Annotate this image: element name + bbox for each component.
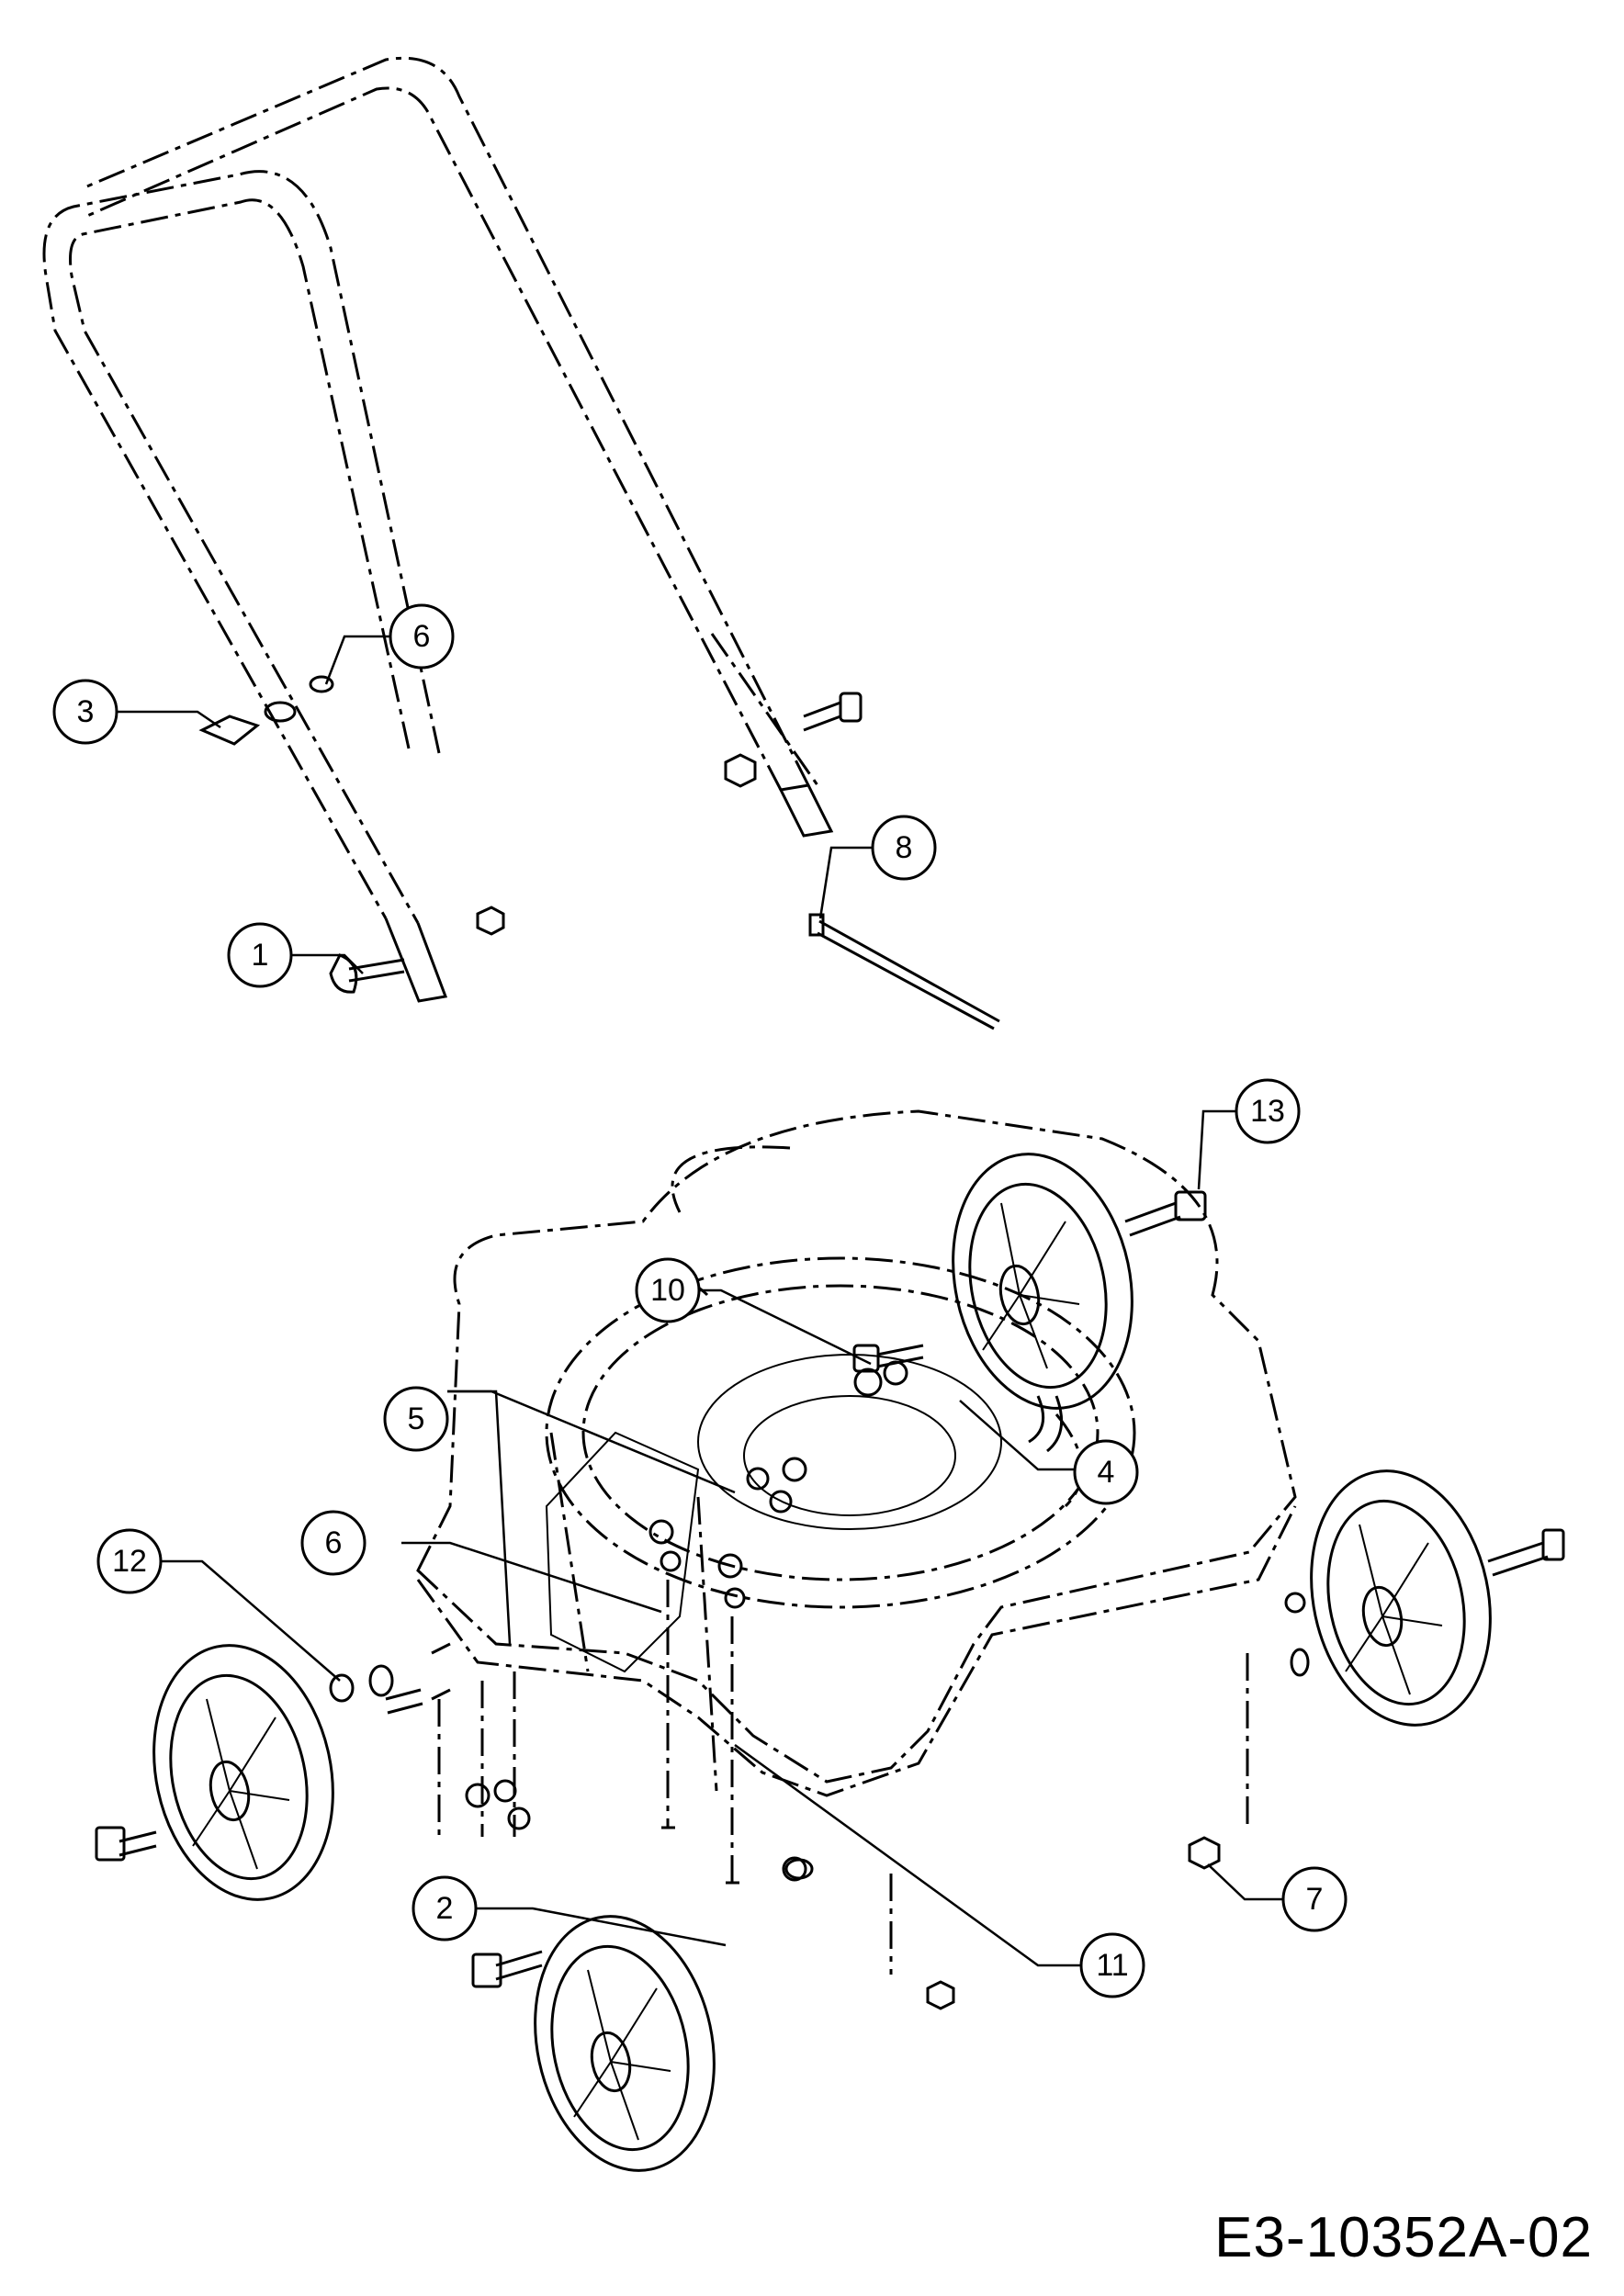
- handle-assembly: [42, 56, 1000, 1030]
- callout-label: 8: [896, 830, 913, 865]
- callout-4: 4: [1073, 1439, 1139, 1505]
- mower-deck: [95, 1109, 1565, 2010]
- callout-1: 1: [227, 922, 293, 988]
- callout-label: 6: [325, 1525, 343, 1560]
- callout-label: 5: [408, 1401, 425, 1436]
- callout-6-handle: 6: [389, 603, 455, 670]
- callout-label: 13: [1250, 1094, 1285, 1129]
- callout-6-deck: 6: [300, 1510, 367, 1576]
- callout-label: 3: [77, 694, 95, 729]
- callout-8: 8: [871, 815, 937, 881]
- wheel-front-left: [534, 1915, 716, 2172]
- wheel-rear-right: [952, 1153, 1133, 1410]
- callout-label: 1: [252, 938, 269, 973]
- callout-label: 12: [112, 1544, 147, 1579]
- callout-11: 11: [1079, 1932, 1145, 1998]
- callout-5: 5: [383, 1386, 449, 1452]
- callout-12: 12: [96, 1528, 163, 1594]
- callout-label: 11: [1096, 1948, 1128, 1983]
- callout-label: 2: [436, 1891, 454, 1926]
- leader-lines: [117, 635, 1283, 1967]
- wheel-front-right: [152, 1644, 334, 1901]
- callout-label: 6: [413, 619, 431, 654]
- wheel-rear-left: [1310, 1469, 1492, 1727]
- callout-label: 7: [1306, 1882, 1324, 1917]
- callout-3: 3: [52, 679, 118, 745]
- callout-13: 13: [1235, 1078, 1301, 1144]
- callout-10: 10: [635, 1257, 701, 1323]
- callout-label: 10: [650, 1273, 685, 1308]
- callout-7: 7: [1281, 1866, 1348, 1932]
- callout-label: 4: [1098, 1455, 1115, 1490]
- drawing-code: E3-10352A-02: [1214, 2206, 1593, 2269]
- callout-2: 2: [412, 1875, 478, 1941]
